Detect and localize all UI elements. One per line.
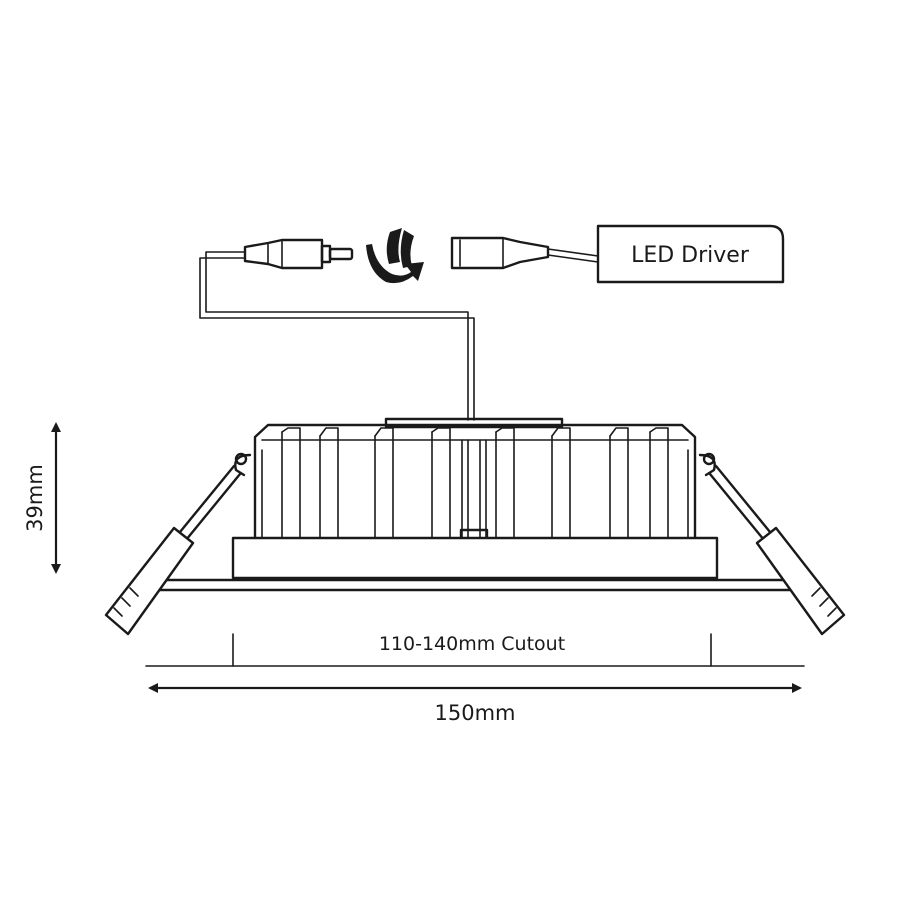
led-driver-box: LED Driver: [596, 224, 785, 284]
height-label: 39mm: [23, 464, 47, 532]
width-dimension: 150mm: [148, 683, 802, 725]
width-label: 150mm: [435, 701, 516, 725]
led-driver-label: LED Driver: [631, 243, 750, 268]
female-connector: [450, 236, 550, 270]
driver-cable: [547, 248, 599, 263]
downlight-body: [144, 417, 806, 592]
cutout-label: 110-140mm Cutout: [379, 633, 565, 655]
heatsink-fins: [261, 427, 689, 541]
cutout-dimension: 110-140mm Cutout: [145, 633, 805, 667]
spring-clip-right: [698, 452, 846, 636]
height-dimension: 39mm: [23, 422, 61, 574]
male-connector: [243, 238, 354, 270]
spring-clip-left: [104, 452, 252, 636]
lamp-cable: [199, 251, 475, 421]
twist-arrow-icon: [366, 228, 424, 284]
